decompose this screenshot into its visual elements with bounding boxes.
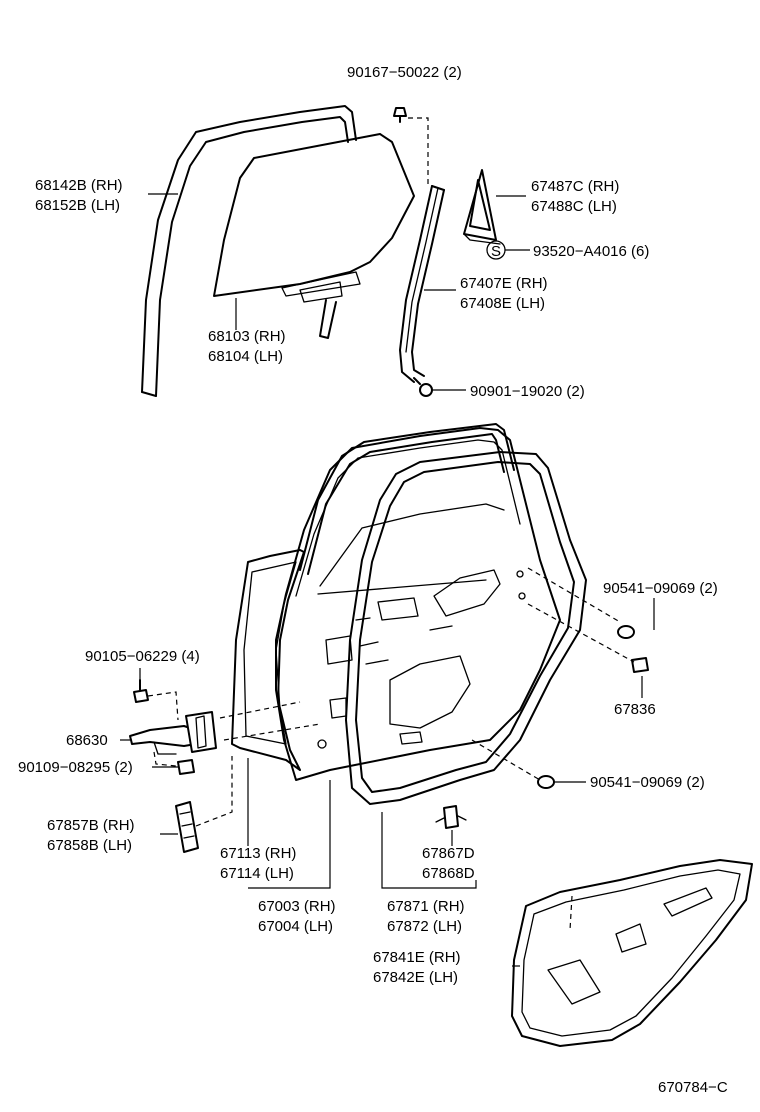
clip-90541-upper[interactable] (617, 625, 635, 639)
clip-90541-lower[interactable] (537, 775, 555, 789)
label-90109-08295: 90109−08295 (2) (18, 759, 133, 776)
leader-lines (120, 193, 655, 967)
label-67003: 67003 (RH) (258, 898, 336, 915)
label-67868d: 67868D (422, 865, 475, 882)
clip-67867[interactable] (435, 805, 467, 829)
door-weatherstrip[interactable] (345, 451, 587, 805)
label-90167-50022: 90167−50022 (2) (347, 64, 462, 81)
clip-s-letter: S (491, 243, 501, 260)
label-67407e: 67407E (RH) (460, 275, 548, 292)
upper-door-seal[interactable] (299, 423, 515, 575)
bolt-90109[interactable] (153, 751, 195, 775)
label-90901-19020: 90901−19020 (2) (470, 383, 585, 400)
clip-67836[interactable] (631, 657, 649, 673)
label-67004: 67004 (LH) (258, 918, 333, 935)
label-67836: 67836 (614, 701, 656, 718)
screw-90167[interactable] (393, 107, 407, 123)
label-67841e: 67841E (RH) (373, 949, 461, 966)
label-67857b: 67857B (RH) (47, 817, 135, 834)
label-67871: 67871 (RH) (387, 898, 465, 915)
diagram-code: 670784−C (658, 1079, 728, 1096)
label-68103: 68103 (RH) (208, 328, 286, 345)
label-68142b: 68142B (RH) (35, 177, 123, 194)
label-68630: 68630 (66, 732, 108, 749)
door-panel[interactable] (275, 427, 561, 781)
reference-dashes (195, 567, 635, 827)
lock-striker-cover[interactable] (175, 801, 199, 853)
quarter-glass[interactable] (463, 169, 501, 245)
label-67114: 67114 (LH) (220, 865, 294, 882)
label-67842e: 67842E (LH) (373, 969, 458, 986)
label-90541-09069-b: 90541−09069 (2) (590, 774, 705, 791)
clip-s-icon[interactable]: S (486, 240, 530, 260)
door-glass[interactable] (213, 133, 415, 339)
label-90541-09069-a: 90541−09069 (2) (603, 580, 718, 597)
label-67113: 67113 (RH) (220, 845, 296, 862)
label-67872: 67872 (LH) (387, 918, 462, 935)
label-67867d: 67867D (422, 845, 475, 862)
label-68152b: 68152B (LH) (35, 197, 120, 214)
bolt-90105[interactable] (133, 679, 179, 721)
label-67487c: 67487C (RH) (531, 178, 619, 195)
label-68104: 68104 (LH) (208, 348, 283, 365)
glass-run-channel[interactable] (141, 105, 357, 397)
screw-90901[interactable] (413, 377, 433, 397)
label-90105-06229: 90105−06229 (4) (85, 648, 200, 665)
door-hinge[interactable] (129, 711, 217, 755)
door-trim-panel[interactable] (511, 859, 753, 1047)
label-93520-a4016: 93520−A4016 (6) (533, 243, 649, 260)
division-bar[interactable] (399, 117, 445, 383)
label-67488c: 67488C (LH) (531, 198, 617, 215)
label-67858b: 67858B (LH) (47, 837, 132, 854)
label-67408e: 67408E (LH) (460, 295, 545, 312)
